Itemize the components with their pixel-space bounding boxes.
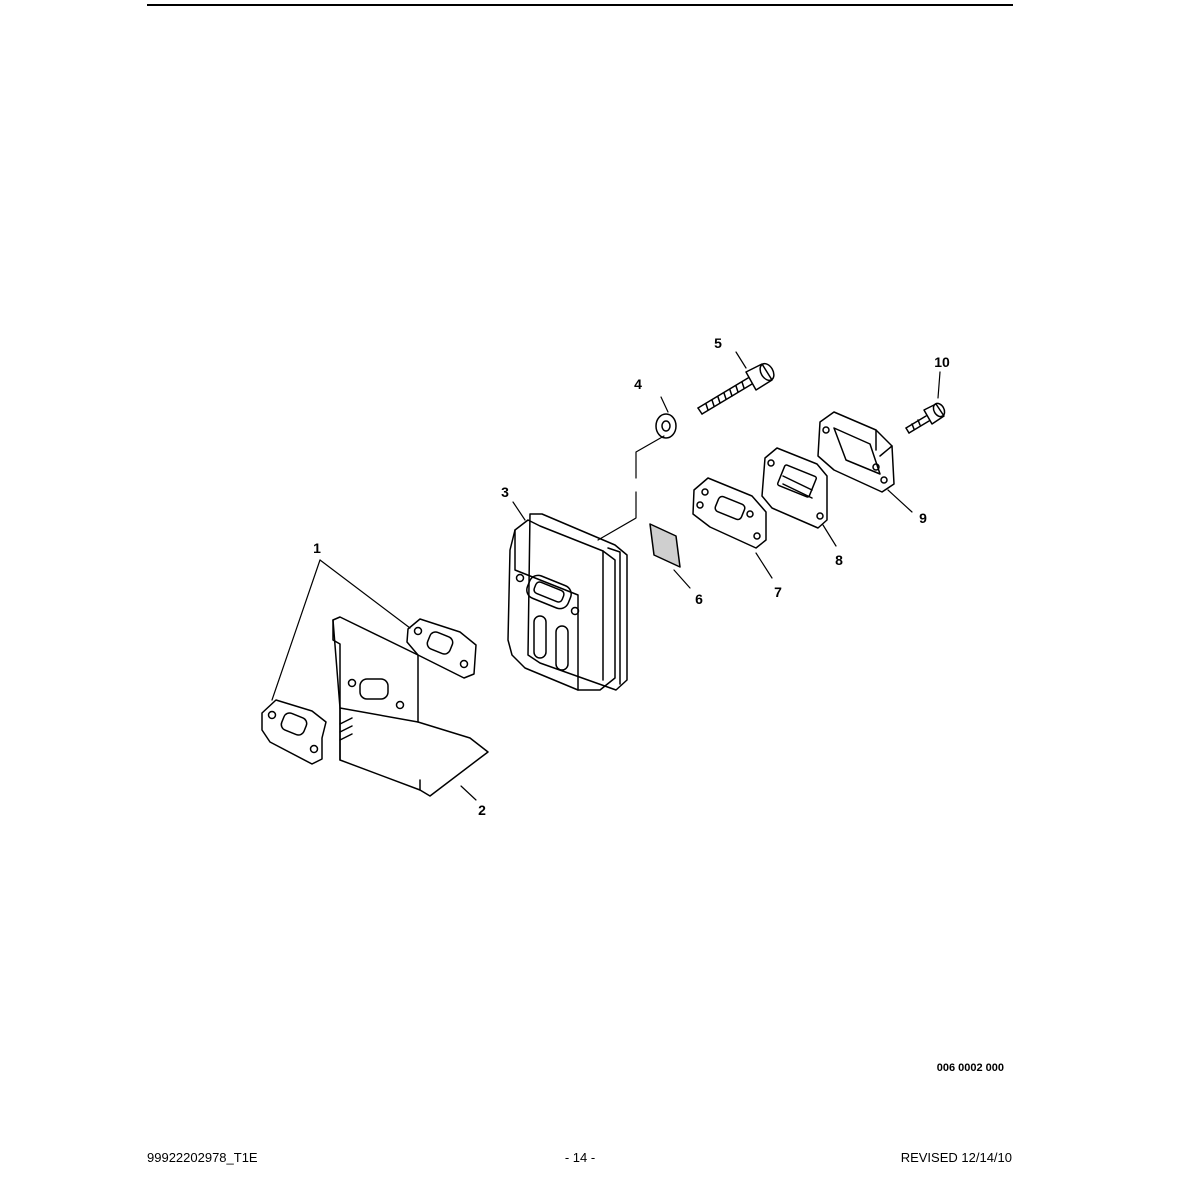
diagram-reference-code: 006 0002 000 [936, 1062, 1004, 1074]
callout-9: 9 [919, 510, 927, 526]
footer-revised-date: REVISED 12/14/10 [900, 1150, 1012, 1165]
header-rule [147, 4, 1013, 6]
callout-1: 1 [313, 540, 321, 556]
part-3-muffler[interactable] [507, 513, 628, 691]
callout-6: 6 [695, 591, 703, 607]
footer-part-number: 99922202978_T1E [147, 1150, 258, 1165]
part-2-heat-shield[interactable] [332, 616, 489, 797]
part-6-spark-screen[interactable] [649, 523, 681, 568]
callout-8: 8 [835, 552, 843, 568]
callout-4: 4 [634, 376, 642, 392]
part-8-deflector[interactable] [761, 447, 828, 529]
leader-lines [271, 351, 941, 801]
callout-5: 5 [714, 335, 722, 351]
part-4-washer[interactable] [655, 413, 677, 439]
callout-7: 7 [774, 584, 782, 600]
callout-10: 10 [934, 354, 950, 370]
part-7-gasket[interactable] [692, 477, 767, 549]
part-1-gasket-left[interactable] [261, 699, 327, 765]
callout-2: 2 [478, 802, 486, 818]
part-9-cover[interactable] [817, 411, 895, 493]
part-1-gasket-right[interactable] [406, 618, 477, 679]
part-5-screw[interactable] [697, 361, 777, 415]
footer-page-number: - 14 - [564, 1150, 596, 1165]
part-10-screw[interactable] [905, 401, 947, 434]
callout-3: 3 [501, 484, 509, 500]
